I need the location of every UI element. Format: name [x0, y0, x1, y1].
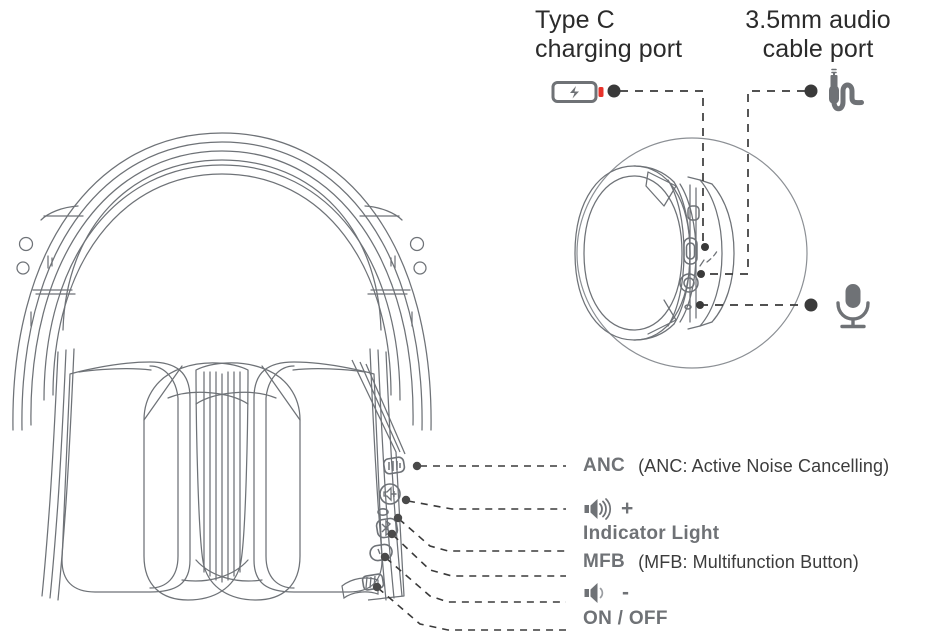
on-off-label: ON / OFF	[583, 608, 668, 629]
label-row-volume-down: -	[583, 580, 629, 606]
usb-c-port-cutout	[683, 237, 698, 265]
indicator-light-label: Indicator Light	[583, 523, 720, 544]
type-c-title-line1: Type C	[535, 6, 615, 34]
magnifier-circle	[576, 137, 808, 369]
mfb-note: (MFB: Multifunction Button)	[638, 551, 859, 572]
dot-type-c	[607, 84, 621, 98]
speaker-volume-up-icon	[584, 498, 612, 520]
battery-charging-icon	[551, 81, 604, 103]
dot-aux	[804, 84, 818, 98]
anchor-mfb	[387, 529, 397, 539]
label-row-anc: ANC (ANC: Active Noise Cancelling)	[583, 453, 889, 479]
anc-label: ANC	[583, 455, 626, 476]
type-c-callout-title: Type C charging port	[535, 6, 682, 64]
volume-up-sign: +	[621, 497, 634, 520]
aux-title-line2: cable port	[762, 35, 874, 63]
aux-title-line1: 3.5mm audio	[745, 6, 891, 34]
anchor-volume-up	[401, 495, 411, 505]
label-row-volume-up: +	[583, 496, 633, 522]
label-row-on-off: ON / OFF	[583, 606, 668, 632]
anc-note: (ANC: Active Noise Cancelling)	[638, 455, 890, 476]
label-row-indicator-light: Indicator Light	[583, 521, 719, 547]
anchor-indicator	[393, 513, 403, 523]
leader-volume-up	[407, 500, 566, 510]
anchor-on-off	[372, 582, 382, 592]
anchor-aux	[697, 270, 705, 278]
anc-button-glyph	[382, 456, 406, 475]
aux-callout-title: 3.5mm audio cable port	[718, 6, 918, 64]
aux-jack-cutout	[679, 273, 699, 293]
mfb-bluetooth-glyph	[375, 517, 399, 539]
mic-pinhole	[684, 304, 692, 310]
volume-up-button-glyph	[379, 483, 401, 505]
leader-type-c	[620, 90, 704, 247]
indicator-light-glyph	[377, 507, 389, 516]
mfb-label: MFB	[583, 551, 626, 572]
leader-mfb	[392, 534, 566, 577]
detail-side-button	[687, 205, 700, 221]
type-c-title-line2: charging port	[535, 35, 683, 63]
audio-jack-icon	[829, 68, 864, 112]
leader-aux	[703, 90, 805, 275]
leader-volume-down	[385, 557, 566, 603]
anchor-anc	[412, 461, 422, 471]
speaker-volume-down-icon	[584, 583, 604, 603]
leader-indicator	[398, 518, 566, 552]
anchor-usb-c	[701, 243, 709, 251]
volume-down-sign: -	[622, 581, 629, 604]
anchor-volume-down	[380, 552, 390, 562]
leader-on-off	[377, 587, 566, 631]
microphone-icon	[836, 284, 870, 329]
dot-mic	[804, 298, 818, 312]
label-row-mfb: MFB (MFB: Multifunction Button)	[583, 549, 859, 575]
